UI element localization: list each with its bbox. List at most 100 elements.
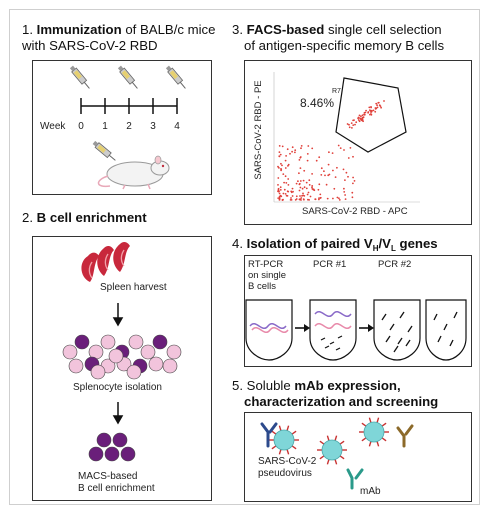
facs-dot xyxy=(374,110,377,113)
facs-dot xyxy=(279,186,282,189)
splenocyte xyxy=(68,358,84,374)
panel1-title-line2: with SARS-CoV-2 RBD xyxy=(22,38,158,53)
facs-dot xyxy=(307,145,310,147)
facs-dot xyxy=(283,181,285,184)
antibody-icon xyxy=(346,468,364,490)
panel3-title: 3. FACS-based single cell selection xyxy=(232,22,442,37)
facs-dot xyxy=(291,195,294,197)
spike-protein xyxy=(339,440,345,445)
b-cell-cluster xyxy=(88,432,136,462)
facs-dot xyxy=(280,169,282,172)
splenocyte xyxy=(126,364,142,380)
facs-dot xyxy=(281,164,283,167)
facs-dot xyxy=(317,188,320,191)
facs-dot xyxy=(332,197,334,200)
facs-gate xyxy=(335,77,407,153)
facs-dot xyxy=(352,182,354,185)
panel1-title: 1. Immunization of BALB/c mice xyxy=(22,22,216,37)
facs-dot xyxy=(278,155,281,158)
spleen-harvest-label: Spleen harvest xyxy=(100,282,167,293)
spike-protein xyxy=(326,435,330,441)
facs-dot xyxy=(298,198,301,201)
b-cell xyxy=(112,432,128,448)
week-tick-0: 0 xyxy=(78,121,84,132)
splenocyte xyxy=(100,334,116,350)
facs-dot xyxy=(327,163,330,166)
virus-label-line2: pseudovirus xyxy=(258,468,312,479)
facs-dot xyxy=(295,182,298,185)
facs-dot xyxy=(375,102,378,105)
facs-dot xyxy=(325,183,328,186)
facs-dot xyxy=(348,123,350,126)
facs-dot xyxy=(343,187,345,190)
spike-protein xyxy=(278,449,282,455)
facs-dot xyxy=(351,191,354,194)
week-label: Week xyxy=(40,121,66,132)
spike-protein xyxy=(291,430,297,435)
facs-dot xyxy=(300,197,303,199)
facs-dot xyxy=(336,196,339,199)
pcr-tube-2 xyxy=(373,299,421,361)
spike-protein xyxy=(271,445,277,450)
facs-dot xyxy=(284,167,287,169)
facs-dot xyxy=(302,198,305,201)
pcr-tube-1 xyxy=(309,299,357,361)
spike-protein xyxy=(361,422,367,427)
facs-dot xyxy=(299,180,302,182)
facs-dot xyxy=(337,144,340,147)
splenocyte xyxy=(108,348,124,364)
spike-protein xyxy=(339,455,345,460)
panel2-title: 2. B cell enrichment xyxy=(22,210,147,225)
macs-label-line2: B cell enrichment xyxy=(78,483,155,494)
splenocyte xyxy=(128,334,144,350)
facs-dot xyxy=(376,104,378,107)
spike-protein xyxy=(286,449,290,455)
facs-dot xyxy=(294,199,297,201)
spike-protein xyxy=(319,455,325,460)
facs-dot xyxy=(331,152,334,155)
facs-dot xyxy=(353,180,356,182)
facs-dot xyxy=(367,111,369,114)
facs-dot xyxy=(334,176,337,179)
facs-dot xyxy=(307,198,309,201)
facs-scatter xyxy=(277,100,385,201)
facs-dot xyxy=(302,179,305,182)
facs-dot xyxy=(291,146,294,149)
facs-dot xyxy=(284,175,287,178)
spleen-icon xyxy=(81,241,130,282)
facs-dot xyxy=(315,159,318,162)
facs-dot xyxy=(370,113,373,116)
facs-dot xyxy=(290,197,292,199)
facs-dot xyxy=(360,115,362,118)
facs-dot xyxy=(332,169,334,172)
pseudovirus-icon xyxy=(269,425,299,455)
facs-dot xyxy=(370,106,372,108)
rtpcr-line3: B cells xyxy=(248,281,276,292)
facs-dot xyxy=(300,145,303,147)
facs-box xyxy=(244,60,472,225)
figure-frame xyxy=(9,9,480,505)
gate-percent: 8.46% xyxy=(300,96,335,110)
facs-dot xyxy=(347,175,349,178)
facs-dot xyxy=(294,151,296,154)
panel4-title: 4. Isolation of paired VH/VL genes xyxy=(232,236,438,253)
facs-dot xyxy=(287,184,290,186)
spike-protein xyxy=(368,417,372,423)
facs-dot xyxy=(351,196,354,199)
facs-dot xyxy=(277,189,280,191)
facs-dot xyxy=(294,149,297,152)
spike-protein xyxy=(278,425,282,431)
rtpcr-line1: RT-PCR xyxy=(248,259,284,270)
facs-dot xyxy=(290,199,293,201)
facs-dot xyxy=(299,167,302,170)
facs-dot xyxy=(302,194,304,197)
arrow-right-icon xyxy=(295,324,374,332)
splenocyte xyxy=(140,344,156,360)
facs-dot xyxy=(278,151,281,154)
facs-dot xyxy=(352,155,354,158)
facs-dot xyxy=(318,183,321,186)
facs-dot xyxy=(295,195,298,198)
facs-dot xyxy=(306,153,309,155)
facs-dot xyxy=(352,176,354,179)
